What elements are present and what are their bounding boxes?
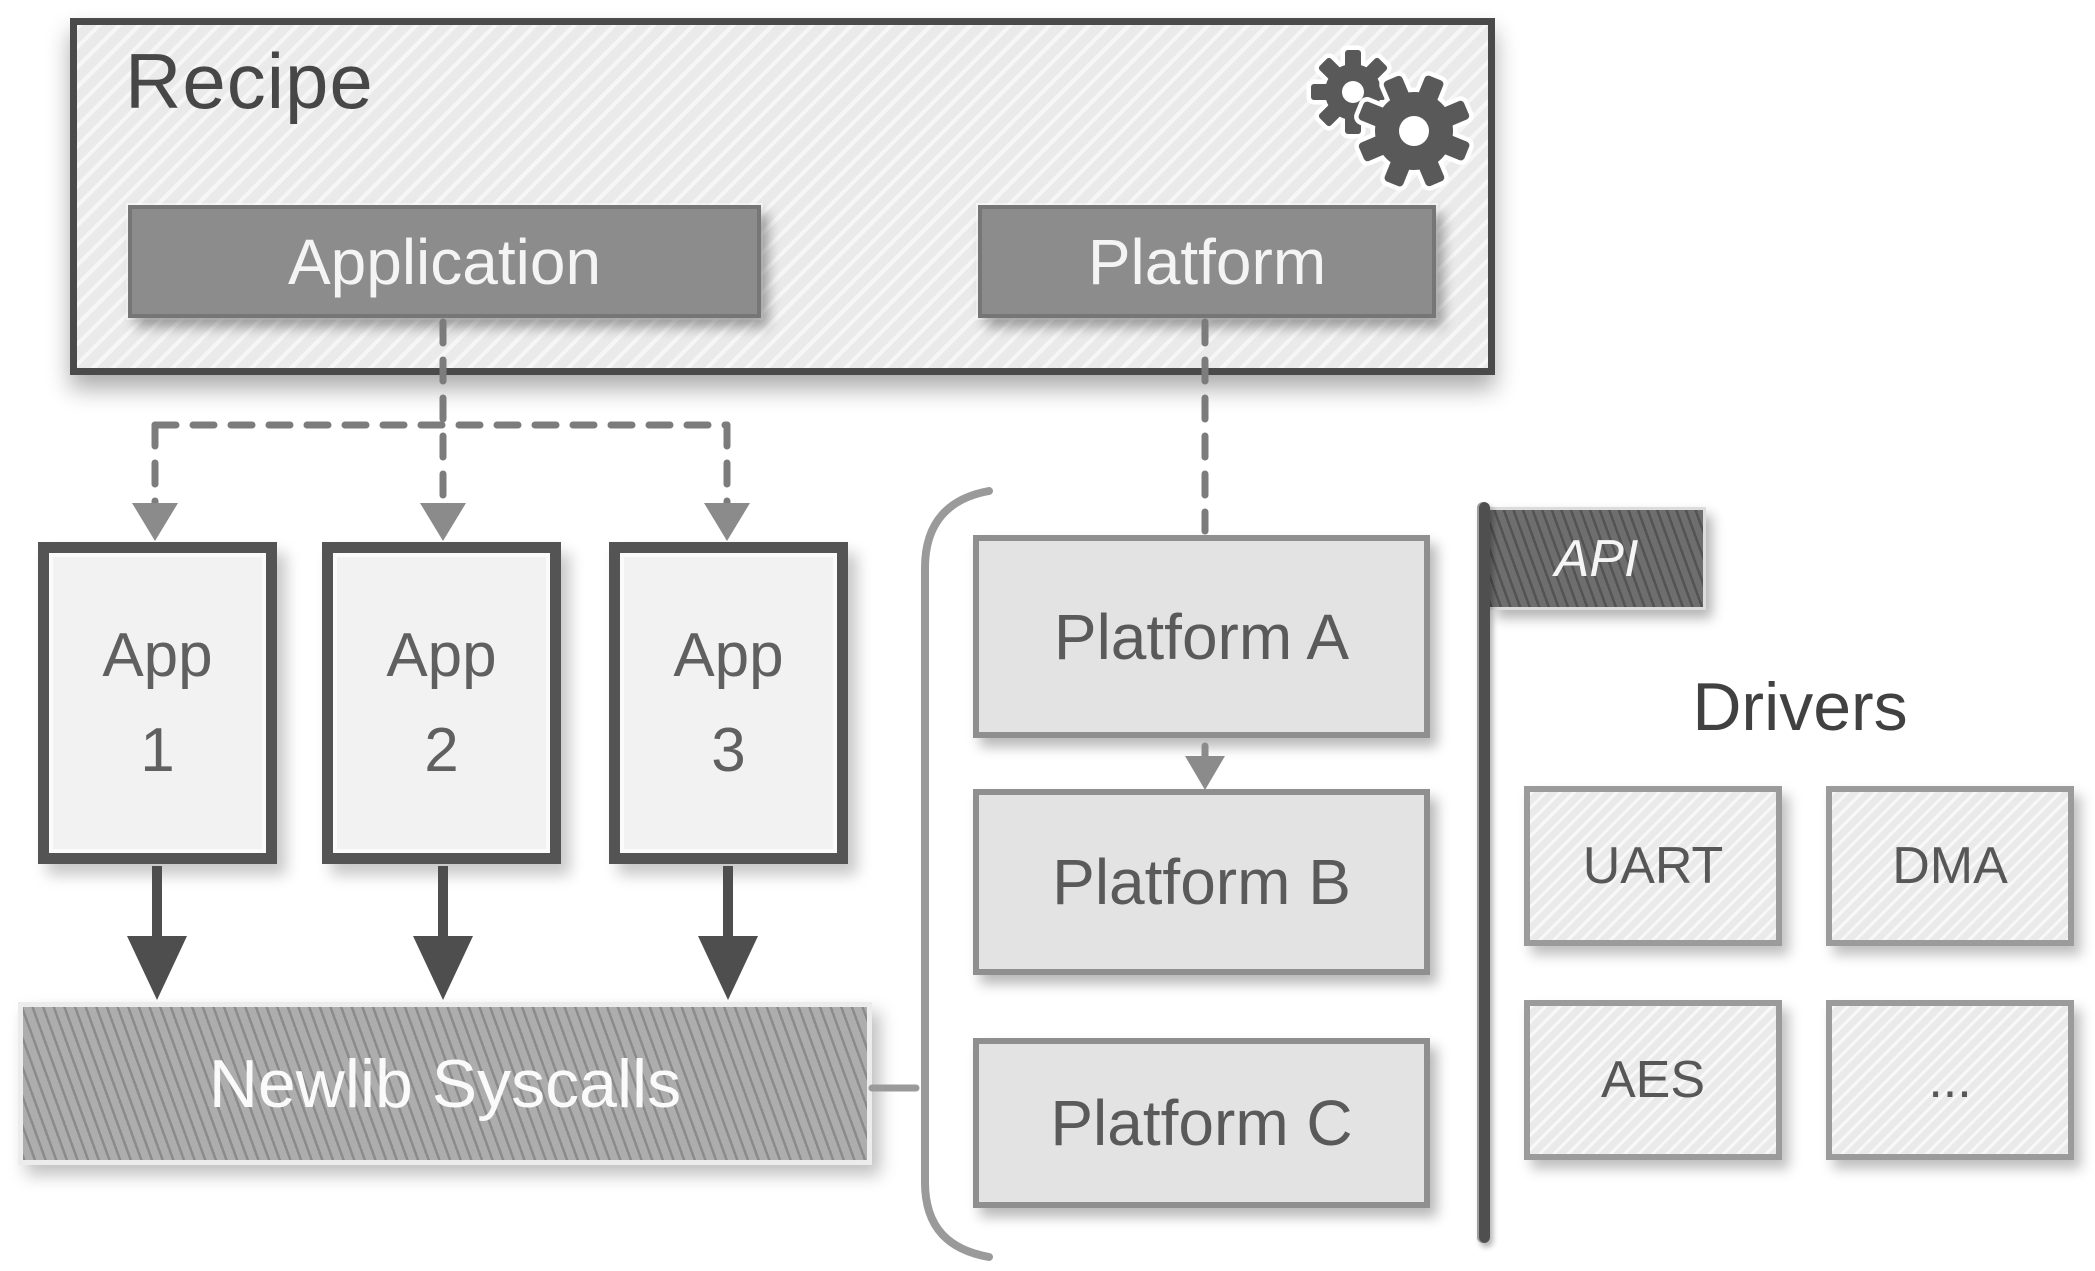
driver-aes-box: AES xyxy=(1524,1000,1782,1160)
platform-b-label: Platform B xyxy=(1052,846,1351,918)
newlib-syscalls-label: Newlib Syscalls xyxy=(208,1045,682,1122)
platform-button-label: Platform xyxy=(1087,225,1327,298)
drivers-title: Drivers xyxy=(1692,669,1908,745)
app-3-name: App xyxy=(673,621,784,690)
application-button[interactable]: Application xyxy=(128,205,761,318)
app-1-name: App xyxy=(102,621,213,690)
platform-b-box: Platform B xyxy=(973,789,1430,975)
app-to-newlib-arrowheads xyxy=(127,936,758,1000)
arrowhead-to-app-3 xyxy=(704,503,750,541)
app-3-box: App 3 xyxy=(609,542,848,864)
arrowhead-newlib-1 xyxy=(127,936,187,1000)
arrowhead-newlib-3 xyxy=(698,936,758,1000)
arrowhead-newlib-2 xyxy=(413,936,473,1000)
api-flag-label: API xyxy=(1554,529,1639,588)
driver-dma-label: DMA xyxy=(1892,837,2008,895)
app-3-number: 3 xyxy=(711,716,746,785)
dashed-arrowheads xyxy=(132,503,750,541)
app-2-name: App xyxy=(386,621,497,690)
recipe-title: Recipe xyxy=(125,37,374,125)
platform-a-box: Platform A xyxy=(973,535,1430,738)
platform-button[interactable]: Platform xyxy=(978,205,1436,318)
platform-c-box: Platform C xyxy=(973,1038,1430,1208)
arrowhead-to-app-1 xyxy=(132,503,178,541)
driver-uart-label: UART xyxy=(1582,837,1724,895)
app-2-box: App 2 xyxy=(322,542,561,864)
app-1-number: 1 xyxy=(140,716,175,785)
newlib-syscalls-box: Newlib Syscalls xyxy=(18,1002,872,1165)
arrowhead-to-app-2 xyxy=(420,503,466,541)
api-separator-bar xyxy=(1477,502,1490,1243)
driver-aes-label: AES xyxy=(1600,1051,1706,1109)
application-button-label: Application xyxy=(287,225,602,298)
platform-c-label: Platform C xyxy=(1050,1087,1353,1159)
app-2-number: 2 xyxy=(424,716,459,785)
driver-uart-box: UART xyxy=(1524,786,1782,946)
driver-more-box: ... xyxy=(1826,1000,2074,1160)
platform-a-label: Platform A xyxy=(1053,600,1350,673)
api-flag: API xyxy=(1490,507,1706,610)
app-1-box: App 1 xyxy=(38,542,277,864)
driver-more-label: ... xyxy=(1928,1051,1972,1109)
platform-a-to-b-arrowhead xyxy=(1185,756,1225,790)
driver-dma-box: DMA xyxy=(1826,786,2074,946)
app-to-newlib-stems xyxy=(152,866,733,938)
